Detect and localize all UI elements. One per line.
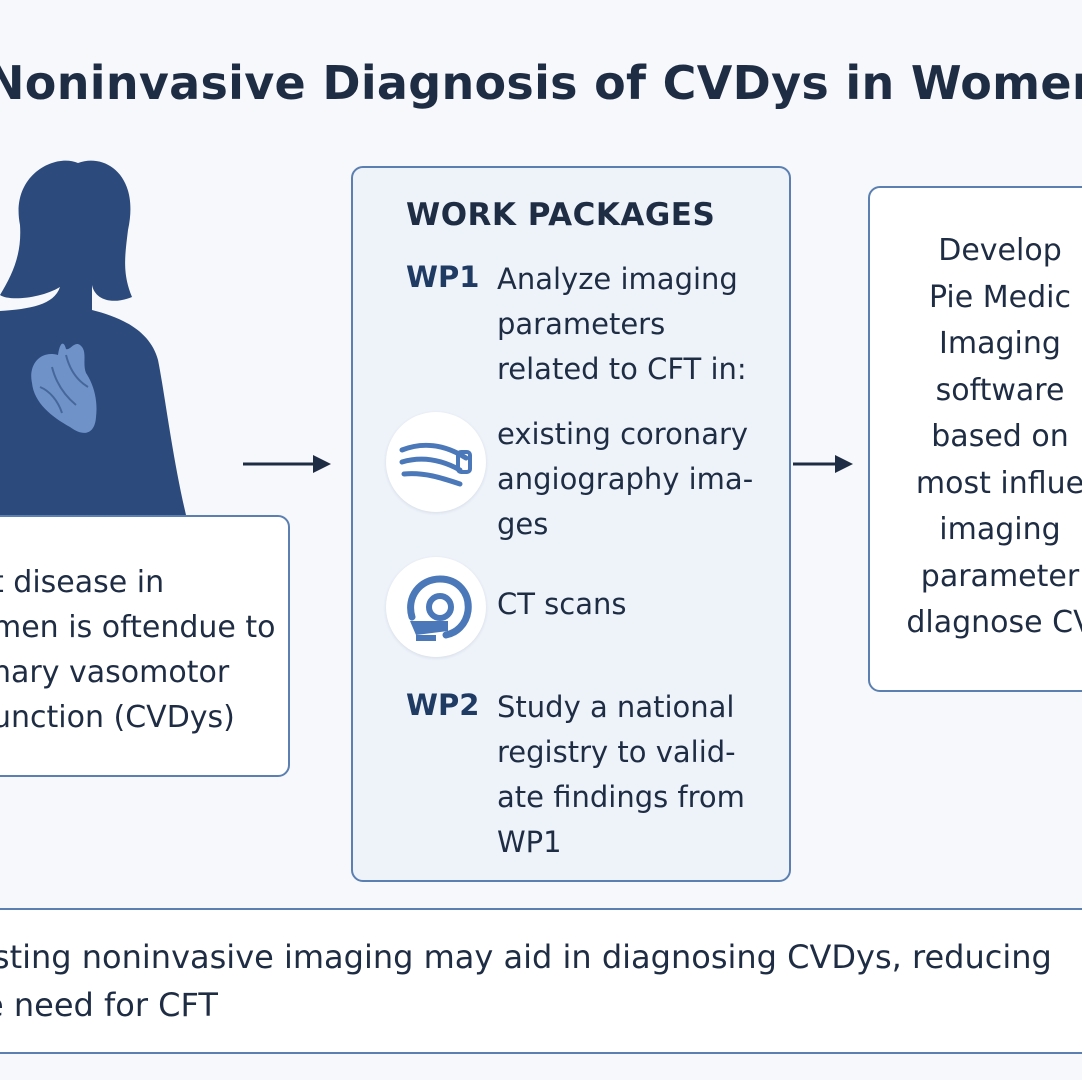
arrow-right-icon: [793, 455, 853, 473]
work-packages-box: [351, 166, 791, 882]
outcome-line: Pie Medic: [929, 279, 1071, 315]
outcome-box: [868, 186, 1082, 692]
wp1-tag: WP1: [406, 260, 480, 294]
outcome-line: dlagnose CV: [906, 605, 1082, 640]
ct-line: CT scans: [497, 587, 627, 621]
problem-line: unction (CVDys): [0, 700, 235, 735]
outcome-line: based on: [931, 419, 1069, 454]
ct-scanner-icon: [386, 557, 486, 657]
wp2-description: Study a national registry to valid- ate …: [497, 685, 745, 865]
page-title: Noninvasive Diagnosis of CVDys in Women: [0, 56, 1082, 110]
angiography-line: existing coronary: [497, 417, 749, 451]
outcome-text: Develop Pie Medic Imaging software based…: [870, 228, 1082, 647]
wp1-line: Analyze imaging: [497, 262, 738, 296]
wp2-line: registry to valid-: [497, 735, 736, 769]
heart-icon: [31, 343, 97, 433]
wp2-tag: WP2: [406, 688, 480, 722]
angiography-line: angiography ima-: [497, 462, 754, 496]
angiography-line: ges: [497, 507, 549, 541]
coronary-angiography-icon: [386, 412, 486, 512]
work-packages-heading: WORK PACKAGES: [406, 197, 716, 233]
outcome-line: Develop: [938, 233, 1062, 268]
problem-line: t disease in: [0, 565, 165, 600]
conclusion-text: isting noninvasive imaging may aid in di…: [0, 933, 1052, 1029]
problem-box: [0, 515, 290, 777]
outcome-line: Imaging: [939, 326, 1061, 361]
wp1-line: related to CFT in:: [497, 352, 747, 386]
ct-item-text: CT scans: [497, 582, 627, 627]
outcome-line: imaging: [939, 512, 1061, 547]
outcome-line: parameter: [920, 558, 1080, 594]
angiography-item-text: existing coronary angiography ima- ges: [497, 412, 753, 547]
problem-line: nary vasomotor: [0, 655, 230, 690]
wp1-line: parameters: [497, 307, 666, 341]
problem-line: men is oftendue to: [0, 610, 276, 645]
outcome-line: software: [935, 372, 1065, 408]
problem-text: t disease in men is oftendue to nary vas…: [0, 560, 292, 740]
conclusion-line: isting noninvasive imaging may aid in di…: [0, 938, 1052, 976]
wp2-line: ate findings from: [497, 780, 745, 814]
conclusion-box: [0, 908, 1082, 1054]
wp2-line: Study a national: [497, 690, 735, 724]
woman-silhouette-icon: [0, 160, 186, 516]
arrow-right-icon: [243, 455, 331, 473]
wp1-description: Analyze imaging parameters related to CF…: [497, 257, 747, 392]
outcome-line: most influe: [915, 465, 1082, 501]
wp2-line: WP1: [497, 825, 562, 859]
conclusion-line: e need for CFT: [0, 986, 218, 1024]
